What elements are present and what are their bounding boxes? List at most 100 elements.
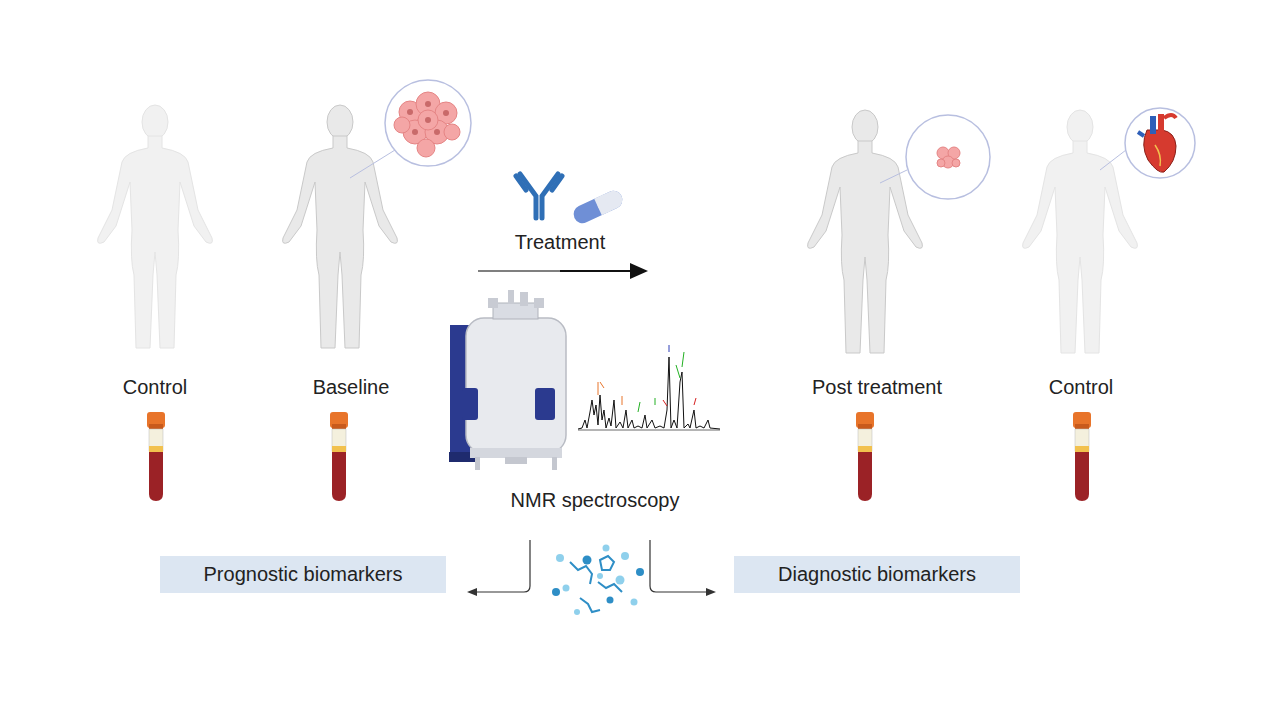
illustration-part [598,382,604,395]
illustration-part [597,573,603,579]
branch-arrows [476,540,707,592]
illustration-part [638,398,655,412]
illustration-part [444,124,460,140]
illustration-part [516,176,526,190]
illustration-part [630,263,648,279]
illustration-part [542,174,558,218]
illustration-part [631,599,638,606]
illustration-part [598,582,622,592]
arrow-head [467,588,477,596]
group-label: Control [123,375,187,399]
illustration-part [556,554,564,562]
illustration-part [906,115,990,199]
illustration-part [98,105,213,348]
box-text: Prognostic biomarkers [204,562,403,586]
nmr-spectrum [578,345,720,430]
illustration-part [570,556,622,612]
illustration-part [443,110,449,116]
illustration-part [147,412,165,501]
metabolite-molecules [552,545,644,616]
illustration-part [952,159,960,167]
illustration-part [478,270,632,272]
illustration-part [880,170,907,183]
illustration-part [578,357,720,429]
illustration-part [808,110,923,353]
illustration-part [583,556,592,565]
illustration-part [636,568,644,576]
pill-icon [571,188,626,226]
illustration-part [418,110,438,130]
control-figure [98,105,213,348]
illustration-part [650,540,707,592]
illustration-part [1100,150,1126,170]
illustration-part [417,139,435,157]
illustration-part [560,270,632,272]
illustration-part [434,129,440,135]
tumor-callout [350,80,471,178]
illustration-part [552,588,560,596]
illustration-part [552,176,562,190]
illustration-part [1073,412,1091,501]
illustration-part [616,576,625,585]
illustration-part [1164,115,1176,118]
illustration-part [594,195,611,216]
illustration-part [578,430,720,431]
illustration-part [937,147,960,168]
illustration-part [470,448,562,458]
illustration-part [508,290,514,304]
illustration-part [407,101,449,135]
nmr-magnet [449,290,566,470]
post-treatment-figure [808,110,923,353]
control-figure [1023,110,1138,353]
illustration-part [350,150,395,178]
biomarker-box: Prognostic biomarkers [160,556,446,593]
baseline-figure [283,105,398,348]
group-label: Post treatment [812,375,942,399]
illustration-part [475,457,480,470]
illustration-part [563,585,570,592]
antibody-icon [516,174,562,218]
illustration-part [283,105,398,348]
illustration-part [466,318,566,453]
heart-callout [1100,108,1195,178]
illustration-part [1155,145,1160,166]
illustration-part [556,545,638,616]
method-label: NMR spectroscopy [511,488,680,512]
illustration-part [663,400,667,406]
illustration-part [462,388,478,420]
illustration-part [1125,108,1195,178]
arrow-head [706,588,716,596]
illustration-part [607,597,614,604]
illustration-part [412,129,418,135]
illustration-part [505,457,527,464]
illustration-part [476,540,530,592]
illustration-part [425,117,431,123]
illustration-part [694,398,696,405]
illustration-part [552,457,557,470]
illustration-part [594,188,625,215]
illustration-part [488,298,498,308]
illustration-part [1150,116,1156,134]
illustration-part [407,109,413,115]
illustration-part [580,598,600,612]
illustration-part [552,556,644,604]
illustration-part [571,188,626,226]
illustration-part [937,159,945,167]
illustration-part [1144,130,1176,172]
blood-tubes [147,412,1091,501]
illustration-part [856,412,874,501]
group-label: Control [1049,375,1113,399]
illustration-part [1023,110,1138,353]
illustration-part [330,412,348,501]
illustration-part [535,388,555,420]
illustration-part [603,545,610,552]
illustration-part [621,552,629,560]
illustration-part [669,345,670,352]
illustration-part [1138,132,1144,136]
treatment-arrow [478,263,648,279]
illustration-part [520,174,536,218]
illustration-part [622,396,623,405]
illustration-part [425,101,431,107]
illustration-part [385,80,471,166]
